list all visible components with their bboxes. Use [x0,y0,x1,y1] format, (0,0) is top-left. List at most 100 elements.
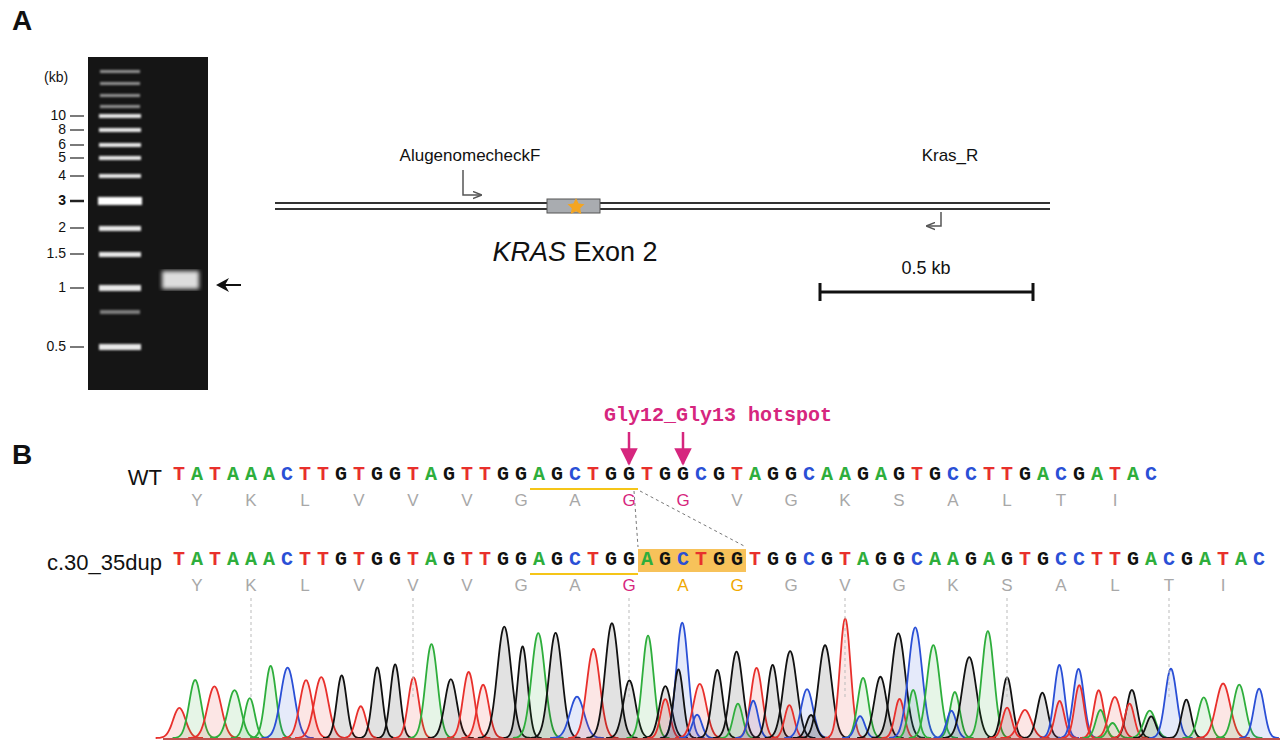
amino-acid: A [566,577,584,596]
base-letter: G [1016,464,1034,486]
base-letter: C [1250,549,1268,571]
base-letter: A [1196,549,1214,571]
base-letter: A [980,549,998,571]
base-letter: C [278,549,296,571]
size-marker: 4 [58,168,66,183]
base-letter: G [926,464,944,486]
base-letter: G [656,549,674,571]
amino-acid: V [350,492,368,511]
band-arrow [216,278,241,292]
base-letter: C [908,549,926,571]
amino-acid: K [836,492,854,511]
base-letter: A [224,549,242,571]
base-letter: A [422,464,440,486]
base-letter: A [746,464,764,486]
base-letter: G [674,464,692,486]
base-letter: G [764,549,782,571]
base-letter: G [368,464,386,486]
amino-acid: K [944,577,962,596]
hotspot-label: Gly12_Gly13 hotspot [604,405,832,427]
track-label: c.30_35dup [47,551,162,575]
base-letter: T [692,549,710,571]
amino-acid: G [782,577,800,596]
base-letter: T [746,549,764,571]
base-letter: G [386,549,404,571]
base-letter: T [476,464,494,486]
primer-label: Kras_R [922,147,979,166]
amino-acid: S [998,577,1016,596]
primer-arrow [463,170,481,195]
base-letter: A [260,549,278,571]
base-letter: A [1034,464,1052,486]
base-letter: G [1178,549,1196,571]
base-letter: C [1052,464,1070,486]
base-letter: G [620,549,638,571]
base-letter: T [170,549,188,571]
ladder-bands [98,70,142,350]
base-letter: T [584,464,602,486]
size-marker: 0.5 [47,339,66,354]
size-marker: 5 [58,150,66,165]
base-letter: T [1016,549,1034,571]
amino-acid: Y [188,492,206,511]
base-letter: T [404,464,422,486]
base-letter: A [224,464,242,486]
panel-letter: B [12,440,32,471]
base-letter: G [602,464,620,486]
base-letter: G [890,464,908,486]
base-letter: A [1232,549,1250,571]
base-letter: G [602,549,620,571]
base-letter: C [278,464,296,486]
size-marker: 8 [58,122,66,137]
base-letter: G [782,464,800,486]
amino-acid: G [620,577,638,596]
codon-guide [845,598,846,700]
base-letter: G [512,464,530,486]
base-letter: A [188,549,206,571]
base-letter: T [1106,464,1124,486]
base-letter: G [710,464,728,486]
amino-acid: V [404,577,422,596]
base-letter: T [980,464,998,486]
base-letter: G [764,464,782,486]
primer-arrow [927,212,941,226]
ladder-ticks [70,116,84,347]
base-letter: T [206,549,224,571]
scale-label: 0.5 kb [901,259,950,279]
panel-letter: A [12,6,32,37]
base-letter: T [458,464,476,486]
amino-acid: A [1052,577,1070,596]
amino-acid: L [998,492,1016,511]
base-letter: G [854,464,872,486]
hotspot-arrow [682,432,685,464]
base-letter: A [638,549,656,571]
amino-acid: V [458,577,476,596]
base-letter: T [404,549,422,571]
base-letter: T [296,549,314,571]
amino-acid: A [566,492,584,511]
base-letter: G [998,549,1016,571]
amino-acid: K [242,492,260,511]
base-letter: A [242,549,260,571]
codon-underline [530,488,638,490]
amino-acid: S [890,492,908,511]
base-letter: G [620,464,638,486]
duplication-highlight [638,549,746,572]
base-letter: T [908,464,926,486]
amino-acid: Y [188,577,206,596]
codon-guide [1169,598,1170,700]
base-letter: G [512,549,530,571]
base-letter: G [548,549,566,571]
base-letter: T [638,464,656,486]
amino-acid: T [1052,492,1070,511]
base-letter: G [440,464,458,486]
base-letter: C [1052,549,1070,571]
hotspot-arrow [628,432,631,464]
base-letter: C [962,464,980,486]
trace-peak [1239,689,1279,738]
genomic-locus [275,198,1050,214]
exon-name: Exon 2 [566,237,658,267]
base-letter: G [494,464,512,486]
size-marker: 1.5 [47,246,66,261]
